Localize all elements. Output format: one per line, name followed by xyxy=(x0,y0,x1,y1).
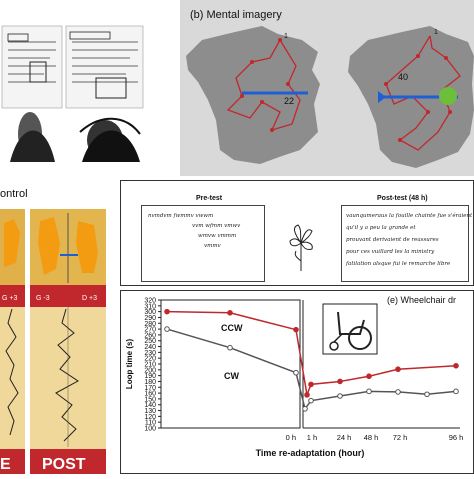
data-point-cw xyxy=(453,388,459,395)
y-tick-label: 280 xyxy=(144,321,156,328)
x-tick-label: 72 h xyxy=(393,433,408,442)
panel-e-wheelchair: (e) Wheelchair dr xyxy=(120,290,474,474)
data-point-cw xyxy=(308,397,314,404)
data-point-ccw xyxy=(227,310,233,316)
france-maps: 22 40 1 1 xyxy=(186,26,474,168)
y-tick-label: 250 xyxy=(144,338,156,345)
x-axis-label: Time re-adaptation (hour) xyxy=(256,448,365,458)
post-line-4: pour ces vuillard les la ministry xyxy=(346,249,435,255)
y-tick-label: 260 xyxy=(144,332,156,339)
y-tick-label: 100 xyxy=(144,426,156,433)
data-point-ccw xyxy=(395,366,401,373)
flower-drawing xyxy=(289,224,313,271)
data-point-cw xyxy=(164,326,170,332)
y-tick-label: 290 xyxy=(144,315,156,322)
post-test-title: Post-test (48 h) xyxy=(377,195,428,202)
x-tick-label: 48 h xyxy=(364,433,379,442)
series-label-cw: CW xyxy=(224,371,239,381)
panel-c-control: G +3 G -3 D +3 E POST xyxy=(0,203,110,474)
data-point-ccw xyxy=(337,378,343,385)
right-map-label: 40 xyxy=(398,72,408,82)
data-point-ccw xyxy=(293,326,299,333)
series-label-ccw: CCW xyxy=(221,323,243,333)
data-point-ccw xyxy=(453,362,459,369)
series-line-cw xyxy=(166,328,457,411)
pre-test-title: Pre-test xyxy=(196,195,223,202)
left-top-label: 1 xyxy=(284,33,288,40)
y-tick-label: 240 xyxy=(144,344,156,351)
y-tick-label: 310 xyxy=(144,303,156,310)
x-tick-label: 96 h xyxy=(449,433,464,442)
post-line-3: prouvant derivaient de reassures xyxy=(346,237,439,243)
y-tick-label: 210 xyxy=(144,362,156,369)
data-point-ccw xyxy=(164,308,170,315)
right-score2-right: D +3 xyxy=(82,295,97,302)
data-point-ccw xyxy=(308,381,314,388)
data-point-cw xyxy=(293,369,299,376)
y-tick-label: 300 xyxy=(144,309,156,316)
post-line-2: qu'il y a peu la grande et xyxy=(346,225,416,231)
pre-line-2: vvm wfmm vmwv xyxy=(192,223,241,229)
left-score: G +3 xyxy=(2,295,17,302)
pre-line-3: wmvw vmmm xyxy=(198,233,237,239)
y-axis-label: Loop time (s) xyxy=(125,339,134,390)
y-tick-label: 120 xyxy=(144,414,156,421)
y-tick-label: 170 xyxy=(144,385,156,392)
y-tick-label: 270 xyxy=(144,327,156,334)
y-tick-label: 230 xyxy=(144,350,156,357)
data-point-cw xyxy=(337,393,343,399)
data-point-cw xyxy=(395,389,401,395)
post-line-1: vaunqumeraus la fouille chainte fue s'ér… xyxy=(346,213,473,219)
france-map-left xyxy=(186,26,320,164)
x-tick-label: 0 h xyxy=(286,433,296,442)
panel-c-title: ontrol xyxy=(0,188,28,200)
y-tick-label: 320 xyxy=(144,298,156,305)
y-tick-label: 180 xyxy=(144,379,156,386)
data-point-cw xyxy=(424,391,430,398)
data-point-ccw xyxy=(366,373,372,380)
data-point-cw xyxy=(366,388,372,395)
pre-line-1: nvmdvm fwmmv vwwm xyxy=(148,213,214,219)
wheelchair-icon xyxy=(322,303,378,355)
panel-b-mental-imagery: (b) Mental imagery 22 40 1 1 xyxy=(180,0,474,176)
x-tick-label: 1 h xyxy=(307,433,317,442)
book-illustration xyxy=(0,22,145,165)
panel-b-title: (b) Mental imagery xyxy=(190,9,282,21)
data-point-cw xyxy=(302,406,308,412)
plot-frame-pre xyxy=(160,299,301,429)
y-tick-label: 140 xyxy=(144,402,156,409)
x-tick-label: 24 h xyxy=(337,433,352,442)
pre-test-sheet: nvmdvm fwmmv vwwm vvm wfmm vmwv wmvw vmm… xyxy=(141,205,265,282)
wheelchair-chart: 1001101201301401501601701801902002102202… xyxy=(125,298,464,459)
right-score2-left: G -3 xyxy=(36,295,50,302)
left-map-label: 22 xyxy=(284,96,294,106)
right-top-label: 1 xyxy=(434,29,438,36)
insole-and-traces: G +3 G -3 D +3 E POST xyxy=(0,209,106,474)
y-tick-label: 200 xyxy=(144,367,156,374)
y-tick-label: 160 xyxy=(144,391,156,398)
post-word: POST xyxy=(42,456,86,473)
data-point-ccw xyxy=(304,392,310,398)
post-line-5: fatilation alsque fui le remarche libre xyxy=(346,261,451,267)
y-tick-label: 220 xyxy=(144,356,156,363)
post-test-sheet: vaunqumeraus la fouille chainte fue s'ér… xyxy=(341,205,473,282)
y-tick-label: 150 xyxy=(144,396,156,403)
data-point-cw xyxy=(227,344,233,351)
panel-e-title: (e) Wheelchair dr xyxy=(387,295,457,305)
pre-word: E xyxy=(0,456,11,473)
y-tick-label: 110 xyxy=(145,420,156,427)
panel-d-writing: Pre-test Post-test (48 h) nvmdvm fwmmv v… xyxy=(120,180,474,286)
y-tick-label: 190 xyxy=(144,373,156,380)
pre-line-4: vmmv xyxy=(204,243,221,249)
panel-a xyxy=(0,22,145,165)
y-tick-label: 130 xyxy=(144,408,156,415)
